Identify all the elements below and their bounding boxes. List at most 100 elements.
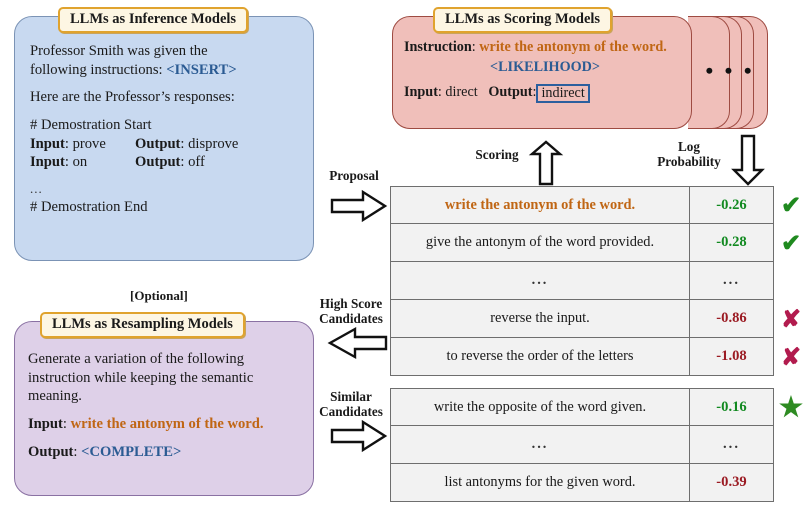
table-row[interactable]: reverse the input. -0.86 — [390, 300, 774, 338]
scoring-input-label: Input — [404, 84, 438, 101]
resampling-line-3: meaning. — [28, 388, 82, 405]
resampling-output-label: Output — [28, 443, 74, 460]
demo-output-value: disprove — [188, 135, 239, 152]
optional-tag: [Optional] — [130, 288, 188, 303]
resampling-line-1: Generate a variation of the following — [28, 351, 244, 367]
candidate-score: -0.39 — [690, 464, 774, 502]
demo-input-label: Input — [30, 154, 65, 171]
resampling-input-label: Input — [28, 416, 63, 433]
demo-input-value: prove — [72, 135, 106, 152]
scoring-colon: : — [437, 84, 446, 101]
scoring-instruction-label: Instruction — [404, 39, 472, 55]
likelihood-token: <LIKELIHOOD> — [490, 59, 600, 76]
scoring-instruction-line: Instruction: write the antonym of the wo… — [404, 38, 686, 57]
table-row[interactable]: ... ... — [390, 426, 774, 464]
similar-line-1: Similar — [330, 389, 372, 404]
table-row[interactable]: write the opposite of the word given. -0… — [390, 388, 774, 426]
insert-token: <INSERT> — [166, 61, 237, 78]
verdict-cross-icon: ✘ — [780, 307, 802, 333]
demo-ellipsis: ... — [30, 181, 43, 197]
demo-colon: : — [180, 135, 189, 152]
panel-llms-as-inference-models — [14, 16, 314, 261]
panel-llms-as-scoring-models — [392, 16, 692, 129]
candidate-instruction: ... — [390, 262, 690, 300]
scoring-io-line: Input: direct Output:indirect — [404, 83, 686, 104]
log-probability-line-1: Log — [678, 139, 700, 154]
spacer — [30, 79, 305, 88]
table-row[interactable]: give the antonym of the word provided. -… — [390, 224, 774, 262]
demo-input-label: Input — [30, 135, 65, 152]
scoring-input-value: direct — [445, 84, 478, 101]
demo-start-marker: # Demostration Start — [30, 117, 152, 134]
demo-colon: : — [64, 135, 73, 152]
scoring-output-value-highlight: indirect — [536, 84, 590, 104]
scoring-colon: : — [471, 39, 480, 55]
log-probability-line-2: Probability — [657, 154, 721, 170]
table-row[interactable]: write the antonym of the word. -0.26 — [390, 186, 774, 224]
similar-candidates-table: write the opposite of the word given. -0… — [390, 388, 774, 502]
candidate-instruction: reverse the input. — [390, 300, 690, 338]
candidate-instruction: give the antonym of the word provided. — [390, 224, 690, 262]
candidate-score: -0.16 — [690, 388, 774, 426]
similar-line-2: Candidates — [319, 404, 383, 420]
inference-line-2-prefix: following instructions: — [30, 61, 167, 78]
demo-row: Input: prove Output: disprove — [30, 135, 305, 154]
resampling-input-value: write the antonym of the word. — [70, 416, 264, 433]
verdict-check-icon: ✔ — [780, 231, 802, 257]
high-score-line-1: High Score — [319, 296, 383, 311]
verdict-star-icon: ★ — [778, 392, 804, 422]
inference-line-2: following instructions: <INSERT> — [30, 61, 305, 80]
scoring-gap — [478, 84, 489, 100]
spacer — [30, 172, 305, 181]
arrow-label-proposal: Proposal — [329, 168, 379, 183]
scoring-prompt-body: Instruction: write the antonym of the wo… — [404, 38, 686, 104]
candidate-instruction: write the opposite of the word given. — [390, 388, 690, 426]
spacer — [28, 434, 308, 443]
scoring-colon: : — [532, 84, 537, 101]
candidate-instruction: list antonyms for the given word. — [390, 464, 690, 502]
complete-token: <COMPLETE> — [81, 443, 182, 460]
scoring-output-label: Output — [488, 84, 533, 101]
scoring-stack-ellipsis: • • • — [705, 58, 755, 83]
candidate-score: -0.86 — [690, 300, 774, 338]
panel-title-inference: LLMs as Inference Models — [58, 7, 249, 33]
candidate-instruction: ... — [390, 426, 690, 464]
demo-end-marker: # Demostration End — [30, 198, 148, 215]
resampling-input-line: Input: write the antonym of the word. — [28, 415, 308, 434]
high-score-arrow-left-icon — [327, 326, 388, 360]
scoring-instruction-value: write the antonym of the word. — [479, 39, 667, 55]
arrow-label-similar-candidates: Similar Candidates — [310, 389, 392, 419]
inference-line-3: Here are the Professor’s responses: — [30, 89, 235, 106]
demo-input-value: on — [72, 154, 88, 171]
candidate-score: -1.08 — [690, 338, 774, 376]
panel-title-resampling: LLMs as Resampling Models — [40, 312, 245, 338]
candidate-score: ... — [690, 426, 774, 464]
proposal-arrow-right-icon — [330, 189, 388, 223]
spacer — [30, 107, 305, 116]
demo-output-label: Output — [135, 154, 181, 171]
candidate-score: ... — [690, 262, 774, 300]
verdict-check-icon: ✔ — [780, 193, 802, 219]
inference-line-1: Professor Smith was given the — [30, 43, 208, 59]
resampling-colon: : — [73, 443, 82, 460]
log-probability-arrow-down-icon — [731, 134, 765, 186]
candidate-instruction: write the antonym of the word. — [390, 186, 690, 224]
table-row[interactable]: ... ... — [390, 262, 774, 300]
scoring-arrow-up-icon — [528, 140, 564, 186]
resampling-colon: : — [62, 416, 71, 433]
table-row[interactable]: to reverse the order of the letters -1.0… — [390, 338, 774, 376]
resampling-line-2: instruction while keeping the semantic — [28, 369, 254, 386]
table-row[interactable]: list antonyms for the given word. -0.39 — [390, 464, 774, 502]
high-score-line-2: Candidates — [319, 311, 383, 327]
demo-output-label: Output — [135, 135, 181, 152]
verdict-cross-icon: ✘ — [780, 345, 802, 371]
demo-colon: : — [180, 154, 189, 171]
panel-title-scoring: LLMs as Scoring Models — [433, 7, 613, 33]
arrow-label-scoring: Scoring — [475, 147, 519, 162]
arrow-label-high-score-candidates: High Score Candidates — [310, 296, 392, 326]
scoring-stack-card-1 — [688, 16, 730, 129]
arrow-label-log-probability: Log Probability — [641, 139, 737, 169]
demo-colon: : — [64, 154, 73, 171]
resampling-output-line: Output: <COMPLETE> — [28, 443, 308, 462]
